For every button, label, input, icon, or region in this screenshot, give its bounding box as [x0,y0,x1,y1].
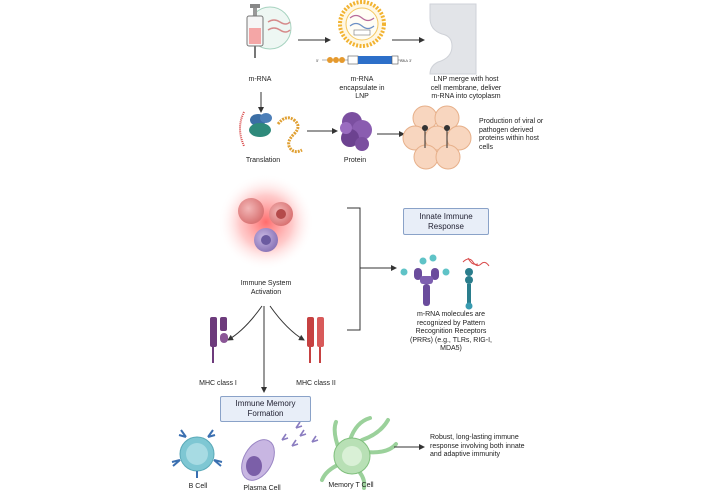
immune-memory-box: Immune Memory Formation [220,396,311,422]
cell-membrane-icon [429,3,477,75]
label-protein: Protein [343,157,367,164]
memory-t-cell-icon [320,416,398,490]
mrna-strand-diagram [322,55,404,65]
immune-activation-icon [218,174,314,270]
label-memory-t-cell: Memory T Cell [328,482,374,489]
three-prime-label: 3' [409,58,412,63]
arrow-to-mhc1 [227,305,263,341]
mhc-class-2-icon [307,317,324,363]
arrow-to-mhc2 [269,305,305,341]
innate-immune-box: Innate Immune Response [403,208,489,235]
label-plasma-cell: Plasma Cell [243,485,281,492]
label-mhc-class-2: MHC class II [296,380,336,387]
label-production: Production of viral or pathogen derived … [479,118,544,151]
prr-receptors-icon [400,254,490,310]
protein-icon [340,112,372,151]
five-prime-label: 5' [316,58,319,63]
label-encapsulate: m-RNA encapsulate in LNP [339,76,385,100]
mhc-class-1-icon [210,317,228,363]
poly-a-label: AAA [400,58,408,63]
label-mrna: m-RNA [248,76,272,83]
b-cell-icon [171,429,223,478]
plasma-cell-icon [241,421,319,481]
bracket-to-innate [347,207,361,331]
label-lnp-merge: LNP merge with host cell membrane, deliv… [430,76,502,100]
label-b-cell: B Cell [188,483,208,490]
ribosome-icon [239,111,272,147]
label-immune-activation: Immune System Activation [240,280,292,296]
amino-acid-chain-icon [276,116,303,154]
host-cells-icon [402,105,472,170]
label-mhc-class-1: MHC class I [199,380,237,387]
label-translation: Translation [245,157,281,164]
lnp-icon [338,0,386,48]
syringe-icon [246,4,292,58]
label-prr-recognition: m-RNA molecules are recognized by Patter… [410,311,492,352]
label-robust-response: Robust, long-lasting immune response inv… [430,434,525,458]
